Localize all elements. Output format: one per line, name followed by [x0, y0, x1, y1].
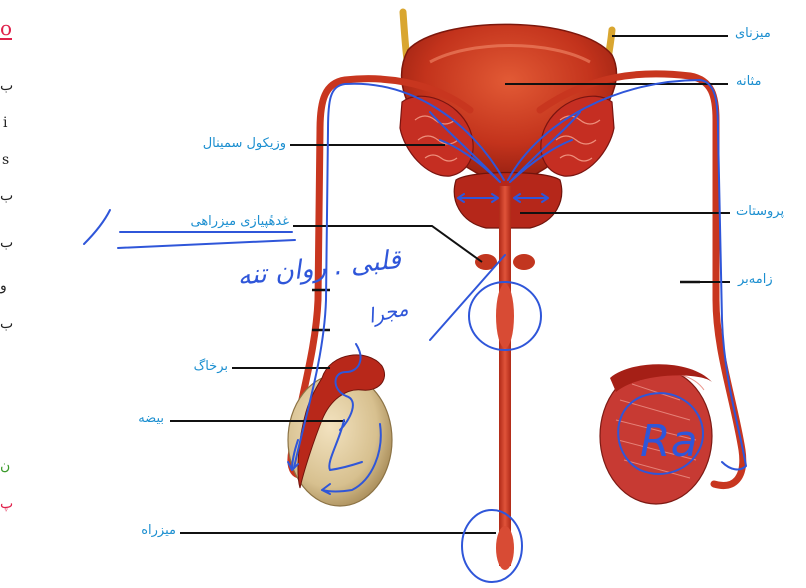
- handwritten-note-ra: Ra: [640, 416, 698, 467]
- label-vezikul: وزیکول سمینال: [164, 136, 286, 151]
- edge-fragment-7: ب: [0, 316, 13, 332]
- edge-top-icon: o: [0, 18, 12, 40]
- bulbourethral-gland-right: [513, 254, 535, 270]
- urethra-bulge-bottom: [496, 526, 514, 570]
- edge-fragment-8: ن: [0, 458, 10, 474]
- urethra-tube: [499, 186, 511, 566]
- label-zamehbar: زامه‌بر: [738, 272, 773, 287]
- ink-slash-1: [430, 255, 505, 340]
- label-beyzeh: بیضه: [118, 411, 164, 426]
- urethra-bulge-top: [496, 284, 514, 348]
- edge-fragment-9: پ: [0, 496, 13, 512]
- label-barkhag: برخاگ: [170, 359, 228, 374]
- label-mizrah: میزراه: [126, 523, 176, 538]
- edge-fragment-3: s: [2, 152, 9, 168]
- edge-fragment-4: ب: [0, 188, 13, 204]
- edge-fragment-1: ب: [0, 78, 13, 94]
- label-prostat: پروستات: [736, 204, 784, 219]
- label-ghodeh: غدهٔپیازی میزراهی: [124, 214, 289, 229]
- ink-underline: [118, 232, 295, 248]
- label-mizenay: میزنای: [735, 26, 771, 41]
- edge-fragment-6: و: [0, 278, 7, 294]
- edge-fragment-5: ب: [0, 235, 13, 251]
- label-masaneh: مثانه: [736, 74, 761, 89]
- ink-underline-stroke: [84, 210, 110, 244]
- edge-fragment-2: i: [3, 115, 7, 131]
